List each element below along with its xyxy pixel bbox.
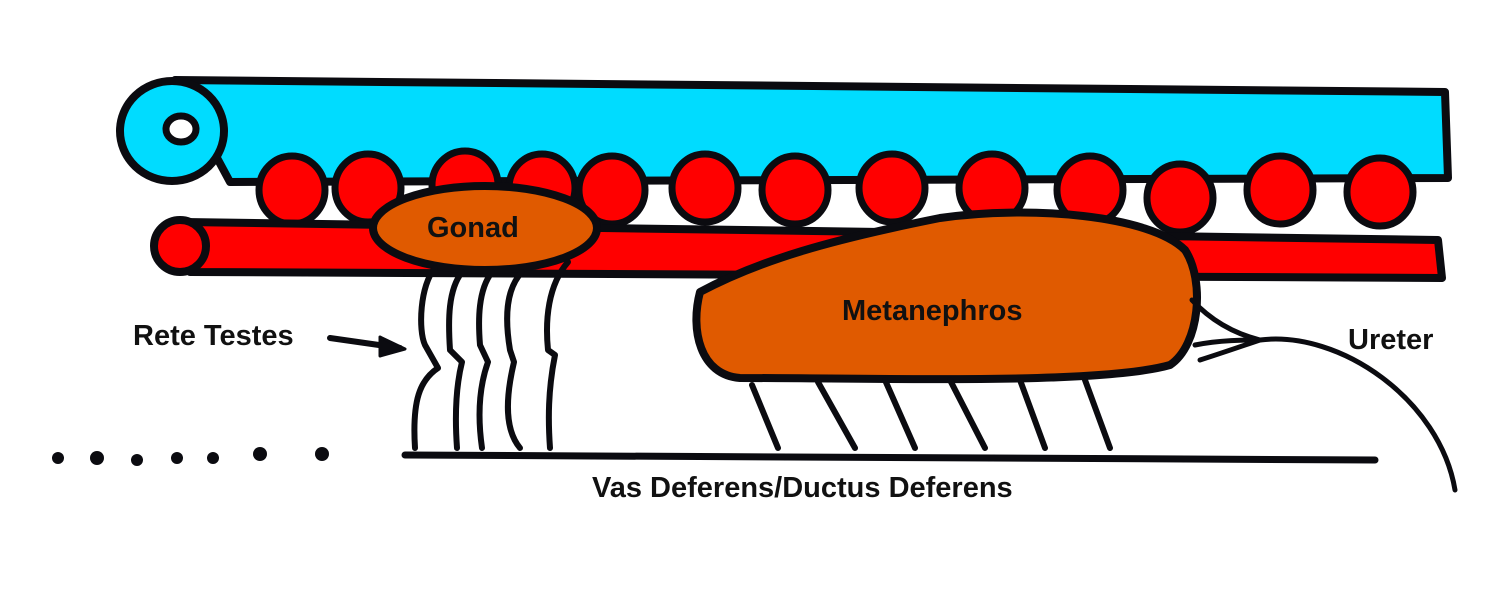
metanephros: [692, 208, 1201, 384]
somite: [1343, 154, 1417, 230]
somite: [255, 152, 329, 228]
ureter-label: Ureter: [1348, 324, 1434, 356]
somite: [575, 152, 649, 228]
ureter-line: [1189, 297, 1458, 493]
metanephros-label: Metanephros: [842, 295, 1023, 327]
dorsal-aorta-end: [150, 216, 210, 276]
somite: [668, 150, 742, 226]
vas-deferens: [401, 451, 1379, 464]
gonad: [369, 182, 601, 274]
dotted-continuation: [52, 447, 329, 466]
somite: [1243, 152, 1317, 228]
somite: [758, 152, 832, 228]
gonad-label: Gonad: [427, 212, 519, 244]
rete-testes-tubules: [411, 259, 571, 451]
metanephric-tubules: [749, 377, 1113, 451]
vas-deferens-label: Vas Deferens/Ductus Deferens: [592, 472, 1013, 504]
neural-tube-lumen: [162, 112, 200, 146]
somite: [1143, 160, 1217, 236]
somite: [855, 150, 929, 226]
rete-testes-label: Rete Testes: [133, 320, 294, 352]
